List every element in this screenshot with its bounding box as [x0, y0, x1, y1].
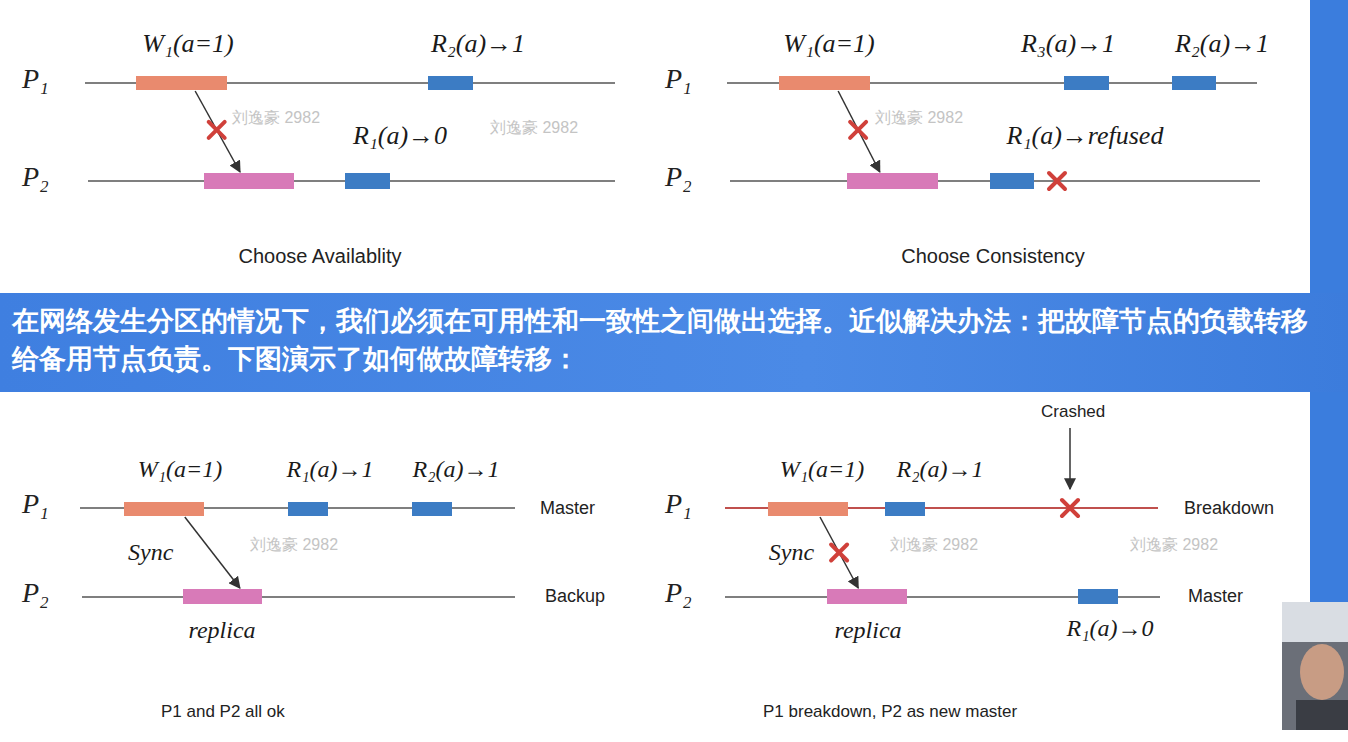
- watermark: 刘逸豪 2982: [890, 535, 978, 554]
- failure-mark: [850, 122, 866, 138]
- process-name: P₂: [665, 160, 692, 194]
- operation-label: R₂(a)→1: [1175, 28, 1269, 59]
- band-text: 在网络发生分区的情况下，我们必须在可用性和一致性之间做出选择。近似解决办法：把故…: [12, 302, 1322, 379]
- read-bar: R₁(a)→0: [345, 173, 390, 189]
- watermark: 刘逸豪 2982: [232, 108, 320, 127]
- operation-label: R₂(a)→1: [413, 455, 500, 484]
- role-label: Backup: [545, 586, 605, 608]
- failure-mark: [209, 122, 225, 138]
- process-name: P₂: [22, 160, 49, 194]
- read-bar: R₂(a)→1: [428, 76, 473, 90]
- message-arrow: [838, 91, 880, 172]
- operation-label: R₃(a)→1: [1021, 28, 1115, 59]
- read-bar: R₁(a)→1: [288, 502, 328, 516]
- presenter-video: [1282, 602, 1348, 730]
- read-bar: R₃(a)→1: [1064, 76, 1109, 90]
- process-name: P₁: [22, 487, 49, 521]
- read-bar: R₂(a)→1: [412, 502, 452, 516]
- crash-pointer: [1069, 428, 1071, 489]
- operation-label: W₁(a=1): [142, 28, 234, 59]
- event-label: Crashed: [1041, 402, 1105, 422]
- process-name: P₁: [665, 487, 692, 521]
- operation-label: W₁(a=1): [780, 455, 865, 484]
- role-label: Master: [540, 498, 595, 520]
- write-bar: W₁(a=1): [768, 502, 848, 516]
- watermark: 刘逸豪 2982: [875, 108, 963, 127]
- replica-bar: replica: [183, 589, 262, 604]
- write-bar: W₁(a=1): [779, 76, 870, 90]
- panel-caption: Choose Consistency: [901, 244, 1084, 268]
- operation-label: R₁(a)→0: [1067, 614, 1154, 643]
- message-arrow: [185, 517, 240, 588]
- process-name: P₂: [665, 576, 692, 610]
- message-arrow: [195, 91, 240, 172]
- refused-mark: [1049, 173, 1065, 189]
- explanation-band: 在网络发生分区的情况下，我们必须在可用性和一致性之间做出选择。近似解决办法：把故…: [0, 293, 1348, 392]
- replica-bar: [847, 173, 938, 189]
- operation-label: R₁(a)→0: [353, 120, 447, 151]
- operation-label: W₁(a=1): [783, 28, 875, 59]
- replica-bar: replica: [827, 589, 907, 604]
- write-bar: W₁(a=1): [124, 502, 204, 516]
- role-label: Breakdown: [1184, 498, 1274, 520]
- process-name: P₂: [22, 576, 49, 610]
- message-arrow: [820, 517, 858, 588]
- operation-label: replica: [834, 616, 901, 645]
- read-bar: R₁(a)→refused: [990, 173, 1034, 189]
- operation-label: R₁(a)→refused: [1007, 120, 1164, 151]
- edge-label: Sync: [125, 538, 176, 567]
- crash-mark: [1062, 500, 1078, 516]
- operation-label: R₂(a)→1: [897, 455, 984, 484]
- replica-bar: [204, 173, 294, 189]
- read-bar: R₁(a)→0: [1078, 589, 1118, 604]
- role-label: Master: [1188, 586, 1243, 608]
- watermark: 刘逸豪 2982: [490, 118, 578, 137]
- failure-mark: [831, 545, 847, 561]
- process-name: P₁: [22, 62, 49, 96]
- process-name: P₁: [665, 62, 692, 96]
- read-bar: R₂(a)→1: [1172, 76, 1216, 90]
- watermark: 刘逸豪 2982: [1130, 535, 1218, 554]
- edge-label: Sync: [766, 538, 817, 567]
- operation-label: R₂(a)→1: [431, 28, 525, 59]
- watermark: 刘逸豪 2982: [250, 535, 338, 554]
- write-bar: W₁(a=1): [136, 76, 227, 90]
- panel-caption: Choose Availablity: [238, 244, 401, 268]
- read-bar: R₂(a)→1: [885, 502, 925, 516]
- operation-label: W₁(a=1): [138, 455, 223, 484]
- panel-caption: P1 breakdown, P2 as new master: [763, 702, 1017, 722]
- operation-label: R₁(a)→1: [287, 455, 374, 484]
- panel-caption: P1 and P2 all ok: [161, 702, 285, 722]
- operation-label: replica: [188, 616, 255, 645]
